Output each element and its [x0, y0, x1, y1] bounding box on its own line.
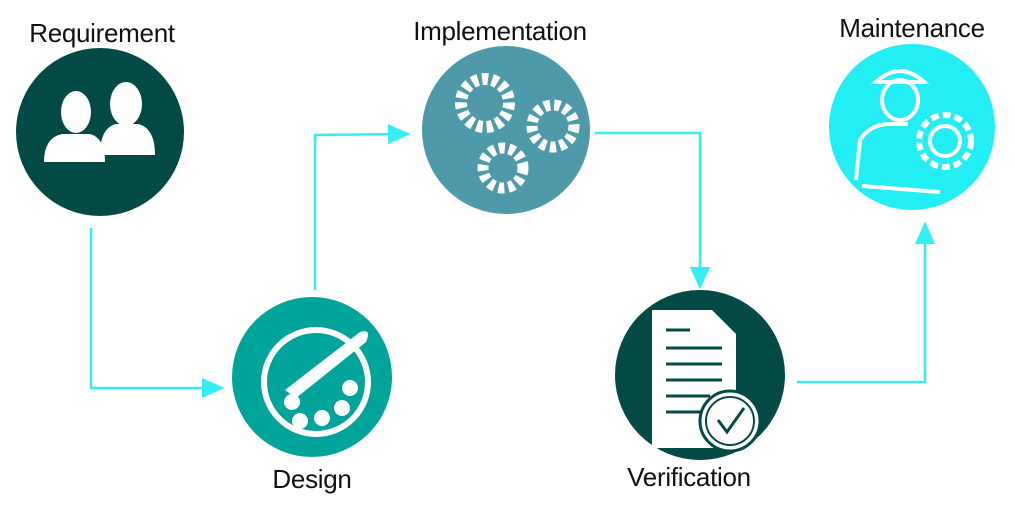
stage-implementation — [422, 46, 590, 214]
stage-label-design: Design — [272, 464, 352, 494]
stage-design — [232, 297, 392, 457]
stage-label-verification: Verification — [627, 462, 751, 492]
stage-label-maintenance: Maintenance — [839, 13, 985, 43]
stage-requirement — [16, 48, 184, 216]
palette-icon — [261, 327, 371, 437]
stage-maintenance — [829, 44, 995, 210]
engineer-gear-icon — [854, 69, 974, 194]
stage-label-implementation: Implementation — [413, 16, 587, 46]
document-check-icon — [652, 310, 762, 453]
arrow-requirement-to-design — [89, 228, 225, 398]
arrow-implementation-to-verification — [595, 131, 710, 290]
arrow-design-to-implementation — [313, 124, 411, 290]
stage-verification — [615, 290, 785, 460]
gears-icon — [455, 73, 580, 194]
people-icon — [44, 82, 155, 162]
stage-label-requirement: Requirement — [29, 18, 175, 48]
arrow-verification-to-maintenance — [797, 221, 935, 384]
